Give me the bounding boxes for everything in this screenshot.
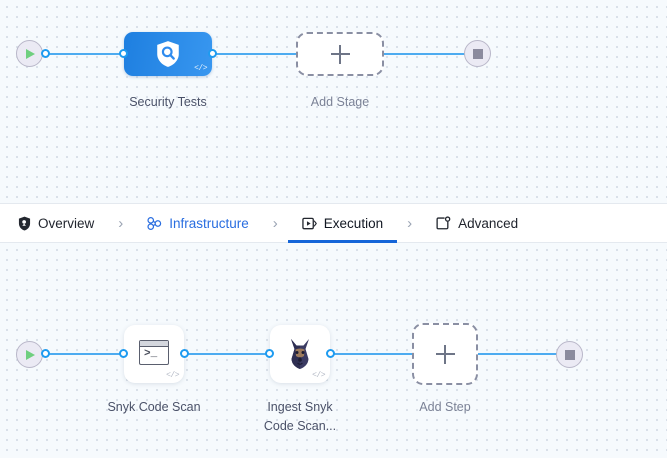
port-security-tests-out[interactable] bbox=[208, 49, 217, 58]
plus-icon bbox=[435, 344, 455, 364]
port-ingest-out[interactable] bbox=[326, 349, 335, 358]
step-label-line2: Code Scan... bbox=[263, 419, 337, 434]
edge-start-to-snyk-code-scan bbox=[46, 353, 124, 355]
stage-end-node[interactable] bbox=[464, 40, 491, 67]
stage-label-add-stage: Add Stage bbox=[310, 95, 370, 109]
play-icon bbox=[26, 349, 35, 360]
port-start-out[interactable] bbox=[41, 49, 50, 58]
port-snyk-code-scan-out[interactable] bbox=[180, 349, 189, 358]
stop-icon bbox=[472, 48, 483, 59]
port-ingest-in[interactable] bbox=[265, 349, 274, 358]
snyk-dog-icon bbox=[291, 339, 309, 369]
step-label-ingest-snyk-code-scan: Ingest Snyk Code Scan... bbox=[244, 398, 356, 437]
edge-add-step-to-end bbox=[478, 353, 562, 355]
stop-icon bbox=[564, 349, 575, 360]
edge-snyk-code-scan-to-ingest bbox=[184, 353, 270, 355]
stage-node-security-tests[interactable]: </> bbox=[124, 32, 212, 76]
step-node-snyk-code-scan[interactable]: >_ </> bbox=[124, 325, 184, 383]
step-end-node[interactable] bbox=[556, 341, 583, 368]
tab-advanced[interactable]: Advanced bbox=[432, 203, 522, 243]
play-icon bbox=[26, 48, 35, 59]
edge-ingest-to-add-step bbox=[330, 353, 412, 355]
step-node-ingest-snyk-code-scan[interactable]: </> bbox=[270, 325, 330, 383]
execution-play-box-icon bbox=[302, 216, 317, 231]
step-canvas[interactable]: >_ </> Snyk Code Scan </> Ingest Snyk Co… bbox=[0, 243, 667, 458]
tab-label-execution: Execution bbox=[323, 215, 384, 231]
edge-security-tests-to-add-stage bbox=[212, 53, 304, 55]
code-badge[interactable]: </> bbox=[166, 371, 179, 380]
tab-label-infrastructure: Infrastructure bbox=[169, 215, 249, 231]
shield-search-icon bbox=[157, 41, 179, 67]
shield-icon bbox=[18, 216, 31, 231]
port-security-tests-in[interactable] bbox=[119, 49, 128, 58]
edge-start-to-security-tests bbox=[46, 53, 124, 55]
advanced-gear-card-icon bbox=[436, 215, 451, 231]
tab-execution[interactable]: Execution bbox=[287, 203, 398, 243]
tab-label-advanced: Advanced bbox=[458, 215, 519, 231]
tab-separator-1: › bbox=[118, 214, 124, 232]
infrastructure-nodes-icon bbox=[147, 216, 162, 231]
add-step-button[interactable] bbox=[412, 323, 478, 385]
tab-separator-2: › bbox=[272, 214, 278, 232]
step-label-add-step: Add Step bbox=[419, 400, 471, 414]
stage-canvas[interactable]: </> Security Tests Add Stage bbox=[0, 0, 667, 203]
step-start-node[interactable] bbox=[16, 341, 43, 368]
code-badge[interactable]: </> bbox=[312, 371, 325, 380]
code-badge[interactable]: </> bbox=[194, 64, 207, 73]
add-stage-button[interactable] bbox=[296, 32, 384, 76]
tab-label-overview: Overview bbox=[38, 215, 95, 231]
tab-overview[interactable]: Overview bbox=[14, 203, 98, 243]
stage-start-node[interactable] bbox=[16, 40, 43, 67]
plus-icon bbox=[330, 44, 350, 64]
stage-label-security-tests: Security Tests bbox=[129, 95, 207, 109]
tab-separator-3: › bbox=[407, 214, 413, 232]
step-label-snyk-code-scan: Snyk Code Scan bbox=[107, 400, 201, 414]
edge-add-stage-to-end bbox=[377, 53, 472, 55]
step-label-line1: Ingest Snyk bbox=[267, 400, 333, 414]
pipeline-tabbar: Overview › Infrastructure › bbox=[0, 203, 667, 243]
terminal-icon: >_ bbox=[139, 340, 169, 365]
tab-infrastructure[interactable]: Infrastructure bbox=[143, 203, 253, 243]
port-snyk-code-scan-in[interactable] bbox=[119, 349, 128, 358]
port-step-start-out[interactable] bbox=[41, 349, 50, 358]
